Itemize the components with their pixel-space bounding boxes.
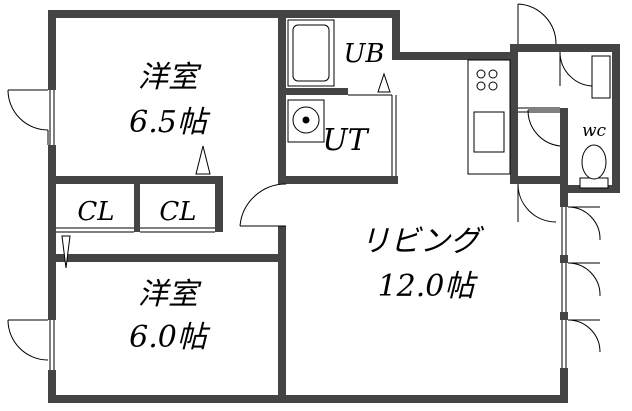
room-labels: 洋室 6.5帖 洋室 6.0帖 リビング 12.0帖 CL CL UB UT w… [77, 39, 606, 355]
toilet-label: wc [582, 121, 607, 141]
wall-room2-right [278, 226, 286, 403]
utility-label: UT [322, 123, 369, 158]
room-lower-size: 6.0帖 [129, 320, 211, 355]
kitchen-sink-icon [473, 111, 505, 153]
wall-left-mid [48, 145, 56, 320]
wall-left-top [48, 10, 56, 90]
wall-ub-ut [278, 88, 348, 95]
wall-cl-right [215, 176, 223, 232]
wall-ut-bottom [278, 176, 398, 184]
wall-right-wc [612, 44, 620, 192]
wall-wc-bottom [560, 185, 620, 193]
wall-right-b [560, 255, 568, 263]
wall-hall-bottom [510, 176, 568, 184]
wall-top-kitchen [392, 52, 510, 60]
living-name: リビング [360, 224, 485, 259]
toilet-icon [581, 144, 607, 180]
room-lower-name: 洋室 [138, 277, 202, 312]
living-size: 12.0帖 [378, 269, 479, 304]
wall-bottom [48, 395, 568, 403]
doors [7, 3, 601, 361]
shoe-cabinet-icon [591, 55, 611, 99]
fixtures [287, 19, 611, 189]
wall-right-a [560, 185, 568, 207]
wall-right-d [560, 368, 568, 403]
unit-bath-label: UB [343, 39, 384, 69]
wall-ub-right [392, 10, 400, 60]
wall-wc-left [560, 108, 568, 192]
wall-room1-right [278, 10, 286, 184]
closet-right-label: CL [159, 197, 196, 227]
room-upper-name: 洋室 [138, 60, 202, 95]
wall-cl-divider [134, 176, 140, 232]
wall-top-wc [510, 44, 620, 52]
wall-room2-top [48, 254, 280, 262]
wall-right-c [560, 312, 568, 320]
walls [48, 10, 620, 403]
wall-left-bottom [48, 370, 56, 403]
room-upper-size: 6.5帖 [129, 105, 211, 140]
wall-top [48, 10, 398, 18]
thin-lines [49, 72, 567, 370]
wall-kitchen-right [510, 44, 518, 184]
closet-left-label: CL [77, 197, 114, 227]
